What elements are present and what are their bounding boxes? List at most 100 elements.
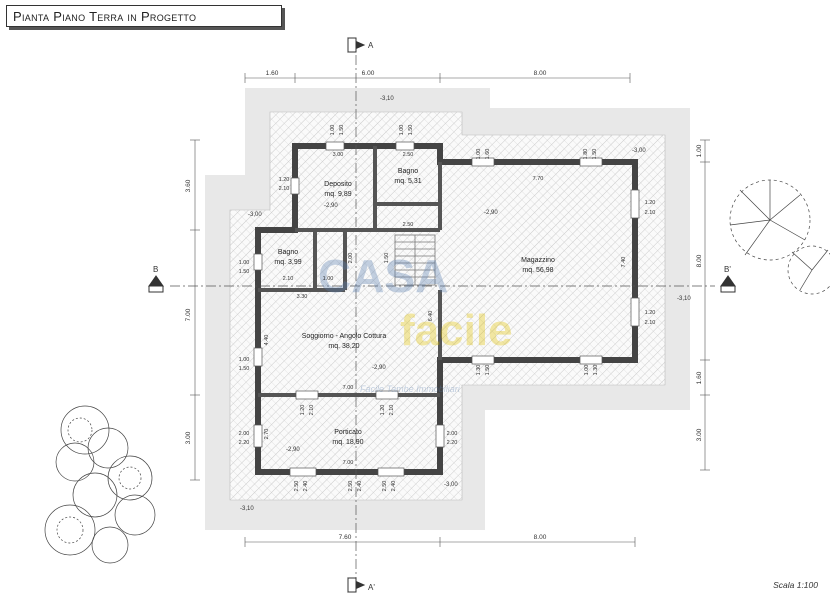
elev-top: -3,10 (380, 96, 394, 102)
op-pb3b: 2.40 (357, 481, 363, 492)
room-soggiorno-area: mq. 38,20 (328, 343, 359, 350)
op-w2b: 1.50 (408, 125, 414, 136)
bottom-dim-1: 7.60 (339, 534, 352, 541)
op-pw3: 2.70 (264, 429, 270, 440)
scale-label: Scala 1:100 (773, 580, 818, 590)
dim-sog-h: 6.40 (428, 311, 434, 322)
bottom-dim-2: 8.00 (534, 534, 547, 541)
op-w4b: 1.50 (592, 149, 598, 160)
room-bagno-top-name: Bagno (398, 168, 418, 175)
op-pb2b: 2.40 (391, 481, 397, 492)
room-bagno-left-name: Bagno (278, 249, 298, 256)
op-pw1: 2.00 (239, 431, 250, 437)
op-dp1b: 2.10 (309, 405, 315, 416)
op-pb1: 2.50 (294, 481, 300, 492)
op-wl3: 1.00 (239, 357, 250, 363)
op-wb1: 1.30 (476, 365, 482, 376)
left-dim-1: 3.60 (185, 179, 192, 192)
dim-bl-b: 1.00 (323, 276, 334, 282)
top-dim-2: 6.00 (362, 70, 375, 77)
op-w1: 1.00 (330, 125, 336, 136)
op-wl3b: 1.50 (239, 366, 250, 372)
right-dim-3: 1.60 (696, 371, 703, 384)
room-bagno-left-area: mq. 3,99 (274, 259, 301, 266)
op-w1b: 1.50 (339, 125, 345, 136)
op-wb2: 1.00 (584, 365, 590, 376)
right-dim-2: 8.00 (696, 254, 703, 267)
dim-por-bottom: 7.00 (343, 460, 354, 466)
dim-bl-w: 2.10 (283, 276, 294, 282)
section-b-right-label: B' (724, 265, 731, 274)
op-dp2: 1.20 (380, 405, 386, 416)
op-w2: 1.00 (399, 125, 405, 136)
op-wr2: 1.20 (645, 310, 656, 316)
dimension-lines (190, 73, 710, 547)
section-b-left-label: B (153, 265, 158, 274)
dim-sog-top: 3.30 (297, 294, 308, 300)
room-bagno-top-area: mq. 5,31 (394, 178, 421, 185)
op-wr1b: 2.10 (645, 210, 656, 216)
section-b-left-icon (148, 275, 164, 287)
dim-bag-b: 2.50 (403, 222, 414, 228)
tree-symbol-left (44, 405, 156, 564)
op-dp2b: 2.10 (389, 405, 395, 416)
dim-mag-h: 7.40 (621, 257, 627, 268)
watermark-line3: Facile Tambe Immobiliari (360, 384, 461, 394)
dim-sog-h2: 4.40 (264, 335, 270, 346)
section-lines (170, 55, 715, 578)
dim-bag-w: 2.50 (403, 152, 414, 158)
section-b-right-icon (720, 275, 736, 287)
op-wl1b: 2.10 (279, 186, 290, 192)
op-wl2b: 1.50 (239, 269, 250, 275)
dim-dep-w: 3.00 (333, 152, 344, 158)
op-pw2b: 2.20 (447, 440, 458, 446)
room-soggiorno-name: Soggiorno - Angolo Cottura (302, 333, 387, 340)
top-dim-3: 8.00 (534, 70, 547, 77)
op-wr2b: 2.10 (645, 320, 656, 326)
op-dp1: 1.20 (300, 405, 306, 416)
elev-porticato: -2,90 (286, 447, 300, 453)
op-pb2: 2.50 (382, 481, 388, 492)
op-wr1: 1.20 (645, 200, 656, 206)
op-pw1b: 2.20 (239, 440, 250, 446)
right-dim-4: 3.00 (696, 428, 703, 441)
elev-bottom-right: -3,00 (444, 482, 458, 488)
dim-sog-bottom: 7.00 (343, 385, 354, 391)
watermark-line1: CASA (318, 250, 448, 302)
top-dim-1: 1.60 (266, 70, 279, 77)
dim-mag-w: 7.70 (533, 176, 544, 182)
op-pw2: 2.00 (447, 431, 458, 437)
openings (253, 141, 640, 477)
left-dim-3: 3.00 (185, 431, 192, 444)
section-a-bottom-label: A' (368, 583, 375, 592)
op-w3b: 1.60 (485, 149, 491, 160)
elev-magazzino: -2,90 (484, 210, 498, 216)
left-dim-2: 7.00 (185, 308, 192, 321)
watermark-line2: facile (400, 306, 513, 355)
dim-stair: 2.00 (348, 253, 354, 264)
op-pb3: 2.50 (348, 481, 354, 492)
drawing-title: Pianta Piano Terra in Progetto (6, 5, 282, 27)
section-a-top-label: A (368, 41, 374, 50)
inner-walls (258, 146, 442, 397)
op-wb2b: 1.30 (593, 365, 599, 376)
dim-stair2: 1.50 (384, 253, 390, 264)
watermark: CASA facile Facile Tambe Immobiliari (318, 250, 513, 394)
op-pb1b: 2.40 (303, 481, 309, 492)
room-deposito-area: mq. 9,89 (324, 191, 351, 198)
op-w3: 1.00 (476, 149, 482, 160)
room-porticato-area: mq. 18,90 (332, 439, 363, 446)
elev-soggiorno: -2,90 (372, 365, 386, 371)
section-markers (148, 37, 736, 593)
tree-symbol-right (729, 179, 830, 295)
elev-right-top: -3,00 (632, 148, 646, 154)
right-dim-1: 1.00 (696, 144, 703, 157)
room-porticato-name: Porticato (334, 429, 362, 436)
elev-deposito: -2,90 (324, 203, 338, 209)
op-w4: 1.80 (583, 149, 589, 160)
room-deposito-name: Deposito (324, 181, 352, 188)
room-magazzino-area: mq. 56,98 (522, 267, 553, 274)
op-wb1b: 1.50 (485, 365, 491, 376)
elev-left-top: -3,00 (248, 212, 262, 218)
